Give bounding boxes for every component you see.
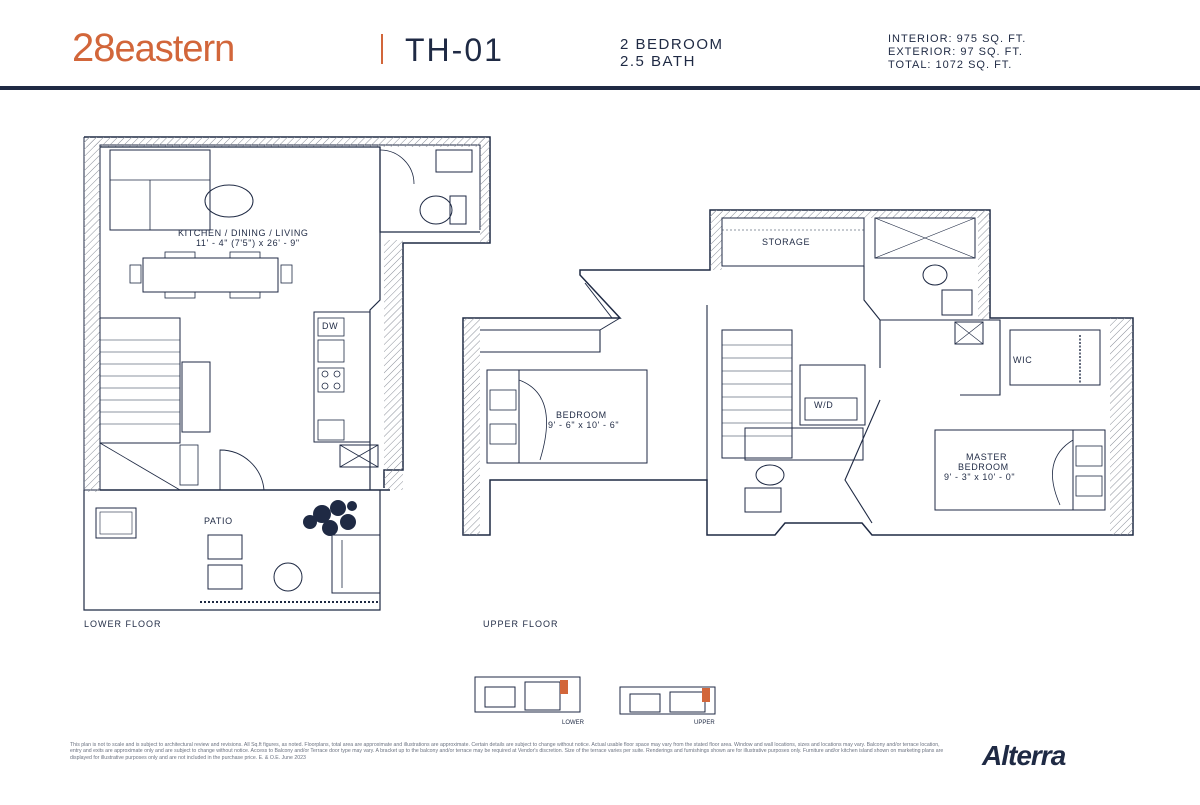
key-plan-lower-label: LOWER: [562, 720, 585, 726]
patio-label: PATIO: [204, 516, 233, 526]
header: 28eastern TH-01 2 BEDROOM 2.5 BATH INTER…: [0, 0, 1200, 90]
storage-label: STORAGE: [762, 237, 810, 247]
kitchen-dims: 11' - 4" (7'5") x 26' - 9": [196, 238, 300, 248]
key-plan-upper-label: UPPER: [694, 720, 715, 726]
kitchen-name: KITCHEN / DINING / LIVING: [178, 228, 309, 238]
header-divider: [381, 34, 383, 64]
unit-rooms: 2 BEDROOM 2.5 BATH: [620, 36, 724, 70]
bath-count: 2.5 BATH: [620, 53, 696, 70]
logo-number: 28: [72, 26, 115, 70]
master-name: MASTER: [966, 452, 1007, 462]
exterior-area: EXTERIOR: 97 SQ. FT.: [888, 46, 1023, 58]
floor-plan-drawing: KITCHEN / DINING / LIVING 11' - 4" (7'5"…: [83, 136, 1134, 611]
key-plan: LOWER UPPER: [474, 676, 716, 726]
interior-area: INTERIOR: 975 SQ. FT.: [888, 33, 1027, 45]
developer-logo: Alterra: [982, 740, 1066, 771]
plant-icon: [303, 500, 357, 536]
logo-word: eastern: [114, 28, 236, 70]
disclaimer-text: This plan is not to scale and is subject…: [70, 742, 944, 761]
unit-name: TH-01: [405, 32, 504, 68]
bedroom-dims: 9' - 6" x 10' - 6": [548, 420, 619, 430]
washer-dryer-label: W/D: [814, 400, 833, 410]
upper-floor-label: UPPER FLOOR: [483, 619, 559, 629]
master-name-line2: BEDROOM: [958, 462, 1009, 472]
project-logo: 28eastern: [72, 26, 236, 71]
total-area: TOTAL: 1072 SQ. FT.: [888, 59, 1013, 71]
unit-area: INTERIOR: 975 SQ. FT. EXTERIOR: 97 SQ. F…: [888, 33, 1026, 72]
lower-floor-plan: [83, 136, 491, 611]
bedroom-count: 2 BEDROOM: [620, 36, 724, 53]
wic-label: WIC: [1013, 355, 1032, 365]
dishwasher-label: DW: [322, 321, 338, 331]
lower-floor-label: LOWER FLOOR: [84, 619, 162, 629]
key-plan-upper: [619, 686, 716, 715]
key-plan-lower: [474, 676, 581, 713]
upper-floor-plan: [462, 209, 1134, 536]
header-rule: [0, 86, 1200, 90]
bedroom-name: BEDROOM: [556, 410, 607, 420]
master-dims: 9' - 3" x 10' - 0": [944, 472, 1015, 482]
